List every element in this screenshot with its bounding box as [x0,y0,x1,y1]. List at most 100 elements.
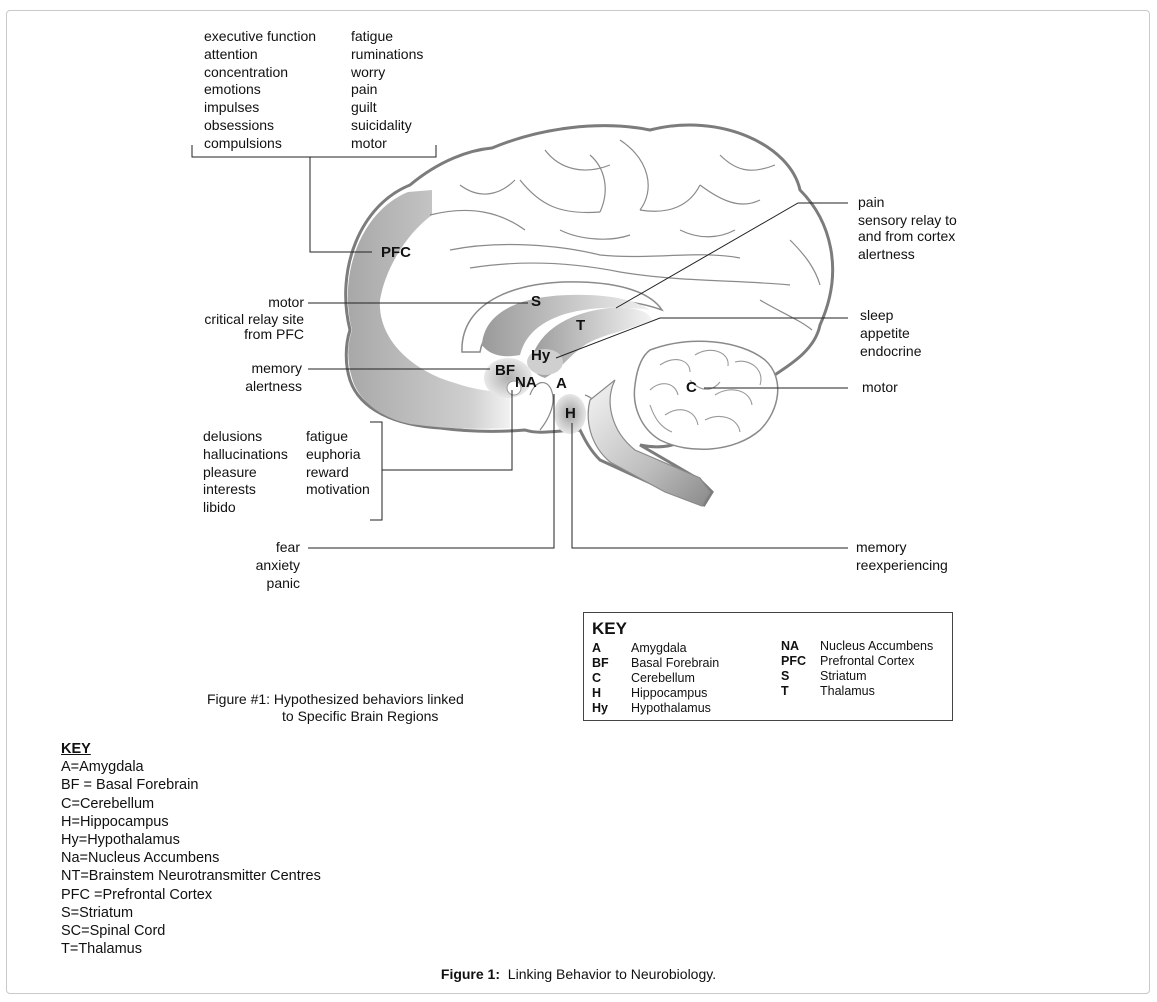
key-list-item: S=Striatum [61,904,134,921]
pfc-behaviors-col1: executive function attention concentrati… [204,28,316,153]
pfc-behavior: attention [204,45,258,62]
thalamus-behavior: sensory relay to [858,212,957,228]
pfc-behavior: suicidality [351,116,412,133]
hypothalamus-region-shading [527,349,563,375]
pfc-behavior: ruminations [351,45,424,62]
key-list: KEY A=Amygdala BF = Basal Forebrain C=Ce… [61,740,321,958]
key-name: Basal Forebrain [631,656,720,670]
region-label-thalamus: T [576,317,586,334]
pfc-behavior: pain [351,81,378,98]
nucleus-behavior: reward [306,463,349,480]
hippocampus-behaviors: memory reexperiencing [856,539,948,575]
hippocampus-behavior: reexperiencing [856,556,948,573]
nucleus-behavior: interests [203,481,256,498]
key-abbr: A [592,641,602,655]
basal-forebrain-behavior: alertness [245,377,302,394]
nucleus-behavior: motivation [306,481,370,498]
thalamus-behavior: and from cortex [858,228,956,244]
key-abbr: PFC [781,654,806,668]
nucleus-behavior: fatigue [306,428,349,444]
key-list-item: Hy=Hypothalamus [61,832,180,849]
striatum-behaviors: motor critical relay site from PFC [204,294,304,343]
key-abbr: H [592,686,602,700]
region-label-nucleus-accumbens: NA [515,374,537,391]
key-entry: Hy Hypothalamus [592,701,719,716]
figure-caption-line1: Figure #1: Hypothesized behaviors linked [207,691,464,707]
brainstem [587,379,711,507]
basal-forebrain-behavior: memory [251,360,302,376]
key-list-title: KEY [61,741,91,757]
amygdala-behavior: fear [275,539,300,555]
figure-caption: Figure #1: Hypothesized behaviors linked… [207,691,464,725]
amygdala-behavior: anxiety [255,556,300,573]
nucleus-accumbens-behaviors-col2: fatigue euphoria reward motivation [306,428,370,499]
pfc-behavior: executive function [204,28,317,44]
nucleus-behavior: pleasure [203,463,257,480]
cerebellum-behavior: motor [862,379,898,395]
hippocampus-region-shading [554,394,586,434]
key-name: Striatum [820,669,867,683]
striatum-behavior: motor [268,294,304,310]
key-name: Amygdala [631,641,687,655]
thalamus-behavior-alertness: alertness [858,246,915,262]
nucleus-behavior: hallucinations [203,445,288,462]
key-list-item: Na=Nucleus Accumbens [61,850,220,867]
key-name: Cerebellum [631,671,695,685]
pfc-behavior: emotions [204,81,261,98]
basal-forebrain-behaviors: memory alertness [245,360,302,396]
region-label-striatum: S [531,293,542,310]
key-name: Hypothalamus [631,701,711,715]
amygdala-behavior: panic [266,574,300,591]
nucleus-accumbens-behaviors-col1: delusions hallucinations pleasure intere… [203,428,288,517]
region-label-hippocampus: H [565,405,576,422]
amygdala-behaviors: fear anxiety panic [256,539,300,592]
pfc-behavior: concentration [204,63,289,80]
key-list-item: BF = Basal Forebrain [61,777,199,794]
figure-frame [6,10,1150,994]
thalamus-behaviors: pain sensory relay to and from cortex [858,194,957,244]
pfc-behavior: compulsions [204,134,282,151]
figure-caption-line2: to Specific Brain Regions [282,708,439,724]
key-list-item: PFC =Prefrontal Cortex [61,886,213,903]
key-list-item: NT=Brainstem Neurotransmitter Centres [61,868,321,885]
key-abbr: S [781,669,790,683]
region-label-amygdala: A [556,375,567,392]
key-list-item: SC=Spinal Cord [61,923,166,940]
key-abbr: C [592,671,602,685]
pfc-behavior: guilt [351,99,377,116]
region-label-pfc: PFC [381,244,411,261]
hypothalamus-behavior: appetite [860,324,910,341]
hypothalamus-behavior: endocrine [860,342,922,359]
thalamus-behavior: pain [858,194,885,210]
hippocampus-behavior: memory [856,539,907,555]
pfc-behaviors-col2: fatigue ruminations worry pain guilt sui… [351,28,423,153]
hypothalamus-behavior: sleep [860,307,894,323]
key-box-title: KEY [592,619,627,638]
pfc-behavior: worry [351,63,386,80]
cerebellum [633,340,779,450]
pfc-behavior: motor [351,134,387,151]
pfc-behavior: fatigue [351,28,394,44]
key-abbr: NA [781,639,800,653]
main-caption-label: Figure 1: [440,966,501,982]
key-entry: A Amygdala [592,641,719,656]
striatum-behavior: critical relay site [204,310,304,327]
pfc-behavior: obsessions [204,116,275,133]
nucleus-behavior: delusions [203,428,263,444]
nucleus-behavior: libido [203,499,236,516]
main-caption-text: Linking Behavior to Neurobiology. [507,966,717,982]
striatum-behavior: from PFC [244,325,304,342]
key-abbr: Hy [592,701,608,715]
region-label-hypothalamus: Hy [531,347,551,364]
region-label-cerebellum: C [686,379,697,396]
key-entry: H Hippocampus [592,686,719,701]
leader-lines [191,145,848,549]
nucleus-behavior: euphoria [306,445,361,462]
key-list-item: A=Amygdala [61,759,144,776]
key-name: Hippocampus [631,686,708,700]
key-name: Thalamus [820,684,875,698]
